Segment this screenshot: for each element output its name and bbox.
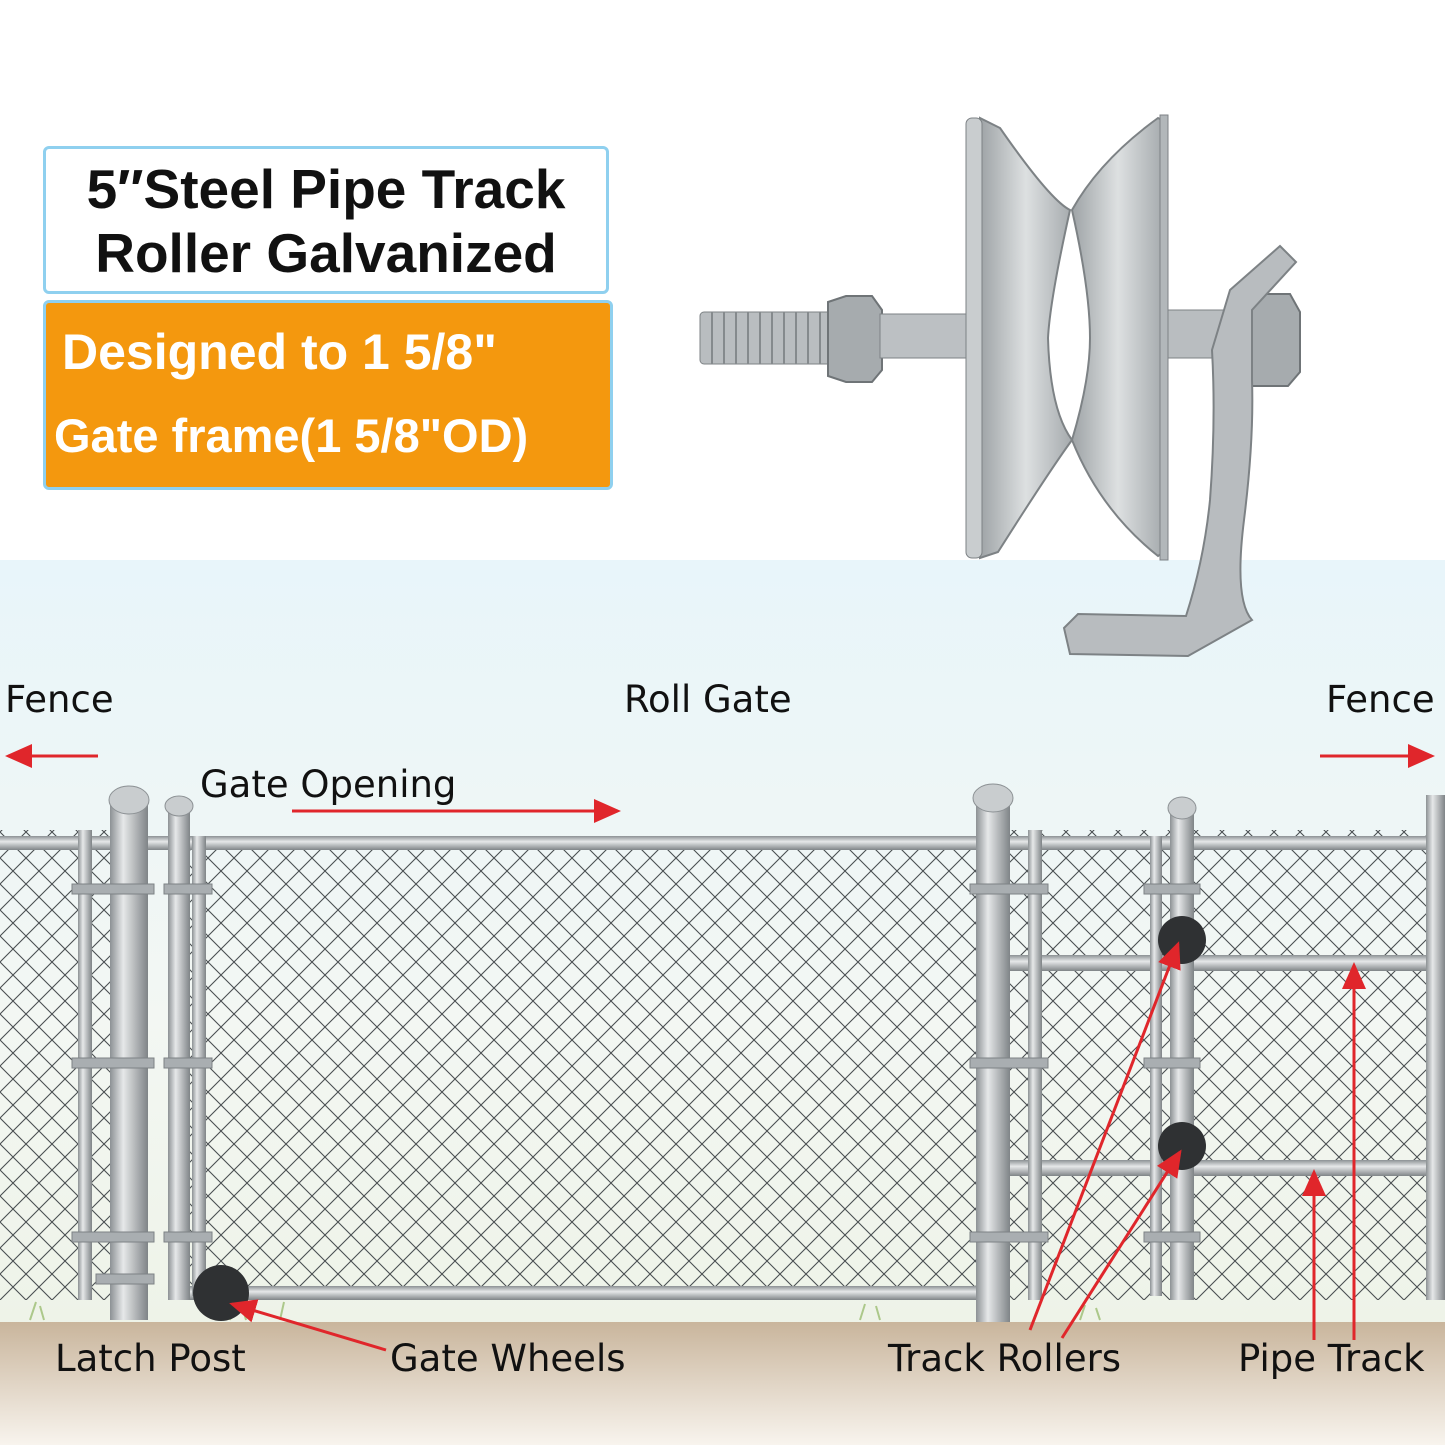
track-roller-upper (1158, 916, 1206, 964)
product-title-line-1: 5″Steel Pipe Track (86, 158, 566, 220)
gate-wheel (193, 1265, 249, 1321)
track-roller-lower (1158, 1122, 1206, 1170)
spec-line-1: Designed to 1 5/8" (62, 324, 497, 380)
track-rollers-label: Track Rollers (888, 1337, 1122, 1380)
roll-gate-label: Roll Gate (624, 678, 792, 721)
gate-wheels-label: Gate Wheels (390, 1337, 626, 1380)
pipe-track-label: Pipe Track (1238, 1337, 1425, 1380)
product-title-line-2: Roller Galvanized (95, 222, 557, 284)
latch-post-label: Latch Post (55, 1337, 246, 1380)
fence-left-label: Fence (5, 678, 114, 721)
product-spec-box: Designed to 1 5/8" Gate frame(1 5/8"OD) (43, 300, 613, 490)
spec-line-2: Gate frame(1 5/8"OD) (54, 409, 529, 462)
gate-opening-label: Gate Opening (200, 763, 457, 806)
fence-right-label: Fence (1326, 678, 1435, 721)
product-title-box: 5″Steel Pipe Track Roller Galvanized (43, 146, 609, 294)
roller-product-image (699, 114, 1301, 658)
